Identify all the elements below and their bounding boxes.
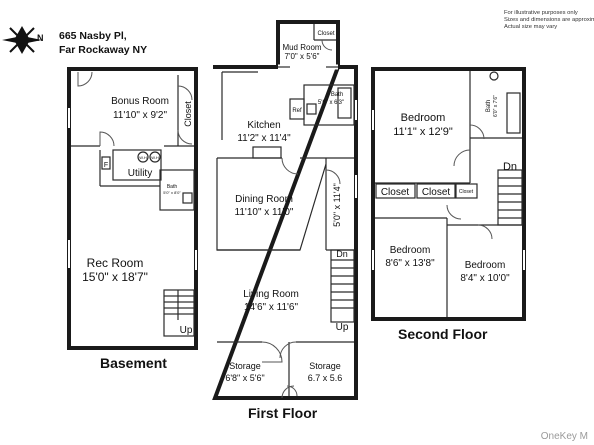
basement-stairs-up-label: Up xyxy=(180,325,193,336)
first-floor-bath-name: Bath xyxy=(331,92,343,98)
basement-plan: Bonus Room 11'10" x 9'2" Closet Utility … xyxy=(67,67,198,350)
furnace-label: F xyxy=(104,162,108,169)
address-line-1: 665 Nasby Pl, xyxy=(59,30,127,42)
second-floor-title: Second Floor xyxy=(398,326,488,342)
second-floor-bath-name: Bath xyxy=(486,100,492,112)
second-floor-stairs-down-label: Dn xyxy=(503,161,517,173)
disclaimer-text: For illustrative purposes only Sizes and… xyxy=(504,10,594,30)
mud-room-closet-label: Closet xyxy=(317,31,334,37)
basement-bath-name: Bath xyxy=(167,184,178,190)
first-floor-stairs-down-label: Dn xyxy=(336,249,348,259)
compass-north-label: N xyxy=(37,33,44,43)
second-floor-closet-2-label: Closet xyxy=(422,187,451,198)
second-floor-plan: Bedroom 11'1" x 12'9" Bath 6'0" x 7'6" D… xyxy=(371,67,526,321)
kitchen-name: Kitchen xyxy=(247,120,280,131)
basement-title: Basement xyxy=(100,355,167,371)
hallway-dimensions: 5'0" x 11'4" xyxy=(332,183,342,227)
living-room-name: Living Room xyxy=(243,289,299,300)
dining-room-name: Dining Room xyxy=(235,194,293,205)
first-floor-title: First Floor xyxy=(248,405,318,421)
first-floor-stairs-up-label: Up xyxy=(336,322,349,333)
living-room-dimensions: 14'6" x 11'6" xyxy=(244,302,299,313)
mud-room-dimensions: 7'0" x 5'6" xyxy=(285,52,320,61)
first-floor-bath-dimensions: 5'6" x 6'3" xyxy=(318,100,344,106)
storage-1-name: Storage xyxy=(229,361,261,371)
dining-room-dimensions: 11'10" x 11'0" xyxy=(235,207,294,218)
basement-bath-dimensions: 5'0" x 8'0" xyxy=(163,190,181,195)
bedroom-3-dimensions: 8'4" x 10'0" xyxy=(460,273,510,284)
bonus-room-dimensions: 11'10" x 9'2" xyxy=(113,110,168,121)
storage-1-dimensions: 6'8" x 5'6" xyxy=(225,373,264,383)
first-floor-plan: Mud Room 7'0" x 5'6" Closet Kitchen 11'2… xyxy=(212,20,358,400)
bedroom-2-dimensions: 8'6" x 13'8" xyxy=(385,258,435,269)
bedroom-1-name: Bedroom xyxy=(401,112,446,124)
basement-closet-label: Closet xyxy=(183,101,193,127)
rec-room-name: Rec Room xyxy=(87,256,144,270)
bedroom-3-name: Bedroom xyxy=(465,260,506,271)
bonus-room-name: Bonus Room xyxy=(111,96,169,107)
second-floor-closet-3-label: Closet xyxy=(459,189,474,195)
mud-room-name: Mud Room xyxy=(282,43,321,52)
utility-room-label: Utility xyxy=(128,168,152,179)
bedroom-2-name: Bedroom xyxy=(390,245,431,256)
watermark: OneKey M xyxy=(540,431,588,442)
water-heater-1-label: W.H xyxy=(139,155,147,160)
address-line-2: Far Rockaway NY xyxy=(59,44,148,56)
compass-rose-icon: N xyxy=(2,26,44,54)
bedroom-1-dimensions: 11'1" x 12'9" xyxy=(393,126,453,138)
rec-room-dimensions: 15'0" x 18'7" xyxy=(82,270,148,284)
refrigerator-label: Ref xyxy=(292,108,302,114)
water-heater-2-label: W.H xyxy=(151,155,159,160)
second-floor-bath-dimensions: 6'0" x 7'6" xyxy=(493,95,499,117)
storage-2-name: Storage xyxy=(309,361,341,371)
second-floor-closet-1-label: Closet xyxy=(381,187,410,198)
kitchen-dimensions: 11'2" x 11'4" xyxy=(237,133,291,144)
storage-2-dimensions: 6.7 x 5.6 xyxy=(308,373,343,383)
